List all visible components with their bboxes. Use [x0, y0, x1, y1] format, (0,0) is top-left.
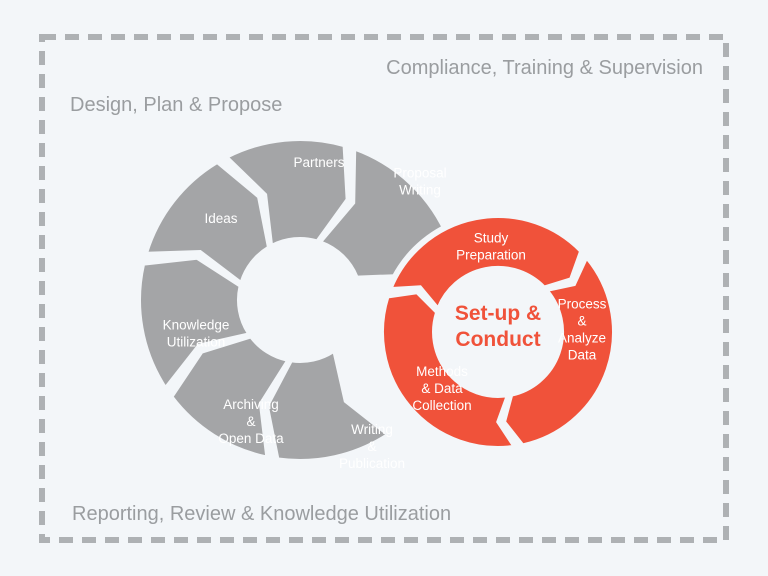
red-segment-study-preparation-label-line-2: Preparation: [456, 248, 526, 263]
gray-segment-proposal-writing-label-line-2: Writing: [399, 183, 441, 198]
gray-segment-writing-publication: [266, 350, 389, 461]
red-segment-study-preparation: [390, 216, 582, 310]
gray-segment-ideas-label-line-1: Ideas: [204, 211, 237, 226]
gray-segment-writing-publication-label-line-1: Writing: [351, 422, 393, 437]
gray-segment-archiving-open-data-label-line-1: Archiving: [223, 397, 279, 412]
compliance-label: Compliance, Training & Supervision: [386, 57, 703, 79]
red-segment-methods-data-collection-label-line-2: & Data: [421, 381, 463, 396]
gray-segment-archiving-open-data: [171, 336, 289, 458]
gray-segment-partners-label-line-1: Partners: [293, 155, 344, 170]
gray-segment-archiving-open-data-label-line-2: &: [246, 414, 255, 429]
red-segment-methods-data-collection-label-line-1: Methods: [416, 364, 468, 379]
red-segment-methods-data-collection-label-line-3: Collection: [412, 398, 471, 413]
red-segment-process-analyze-data: [504, 257, 614, 446]
dashed-frame: [39, 34, 729, 543]
gray-segment-knowledge-utilization: [139, 257, 250, 389]
red-segment-process-analyze-data-label-line-2: &: [577, 314, 586, 329]
gray-segment-writing-publication-label-line-2: &: [367, 439, 376, 454]
gray-segment-archiving-open-data-label-line-3: Open Data: [218, 431, 284, 446]
gray-segment-proposal-writing-label-line-1: Proposal: [393, 166, 446, 181]
red-segment-process-analyze-data-label-line-4: Data: [568, 348, 597, 363]
center-label-line-1: Set-up &: [455, 302, 541, 325]
gray-segment-writing-publication-label-line-3: Publication: [339, 456, 405, 471]
gray-segment-knowledge-utilization-label-line-2: Utilization: [167, 335, 226, 350]
center-label-line-2: Conduct: [455, 328, 540, 351]
red-segment-methods-data-collection: [381, 292, 515, 448]
red-segment-process-analyze-data-label-line-1: Process: [558, 297, 607, 312]
gray-segment-knowledge-utilization-label-line-1: Knowledge: [163, 318, 230, 333]
design-label: Design, Plan & Propose: [70, 94, 282, 116]
reporting-label: Reporting, Review & Knowledge Utilizatio…: [72, 503, 451, 525]
gray-segment-partners: [226, 139, 348, 247]
gray-segment-ideas: [145, 161, 270, 284]
red-segment-process-analyze-data-label-line-3: Analyze: [558, 331, 606, 346]
red-segment-study-preparation-label-line-1: Study: [474, 231, 509, 246]
